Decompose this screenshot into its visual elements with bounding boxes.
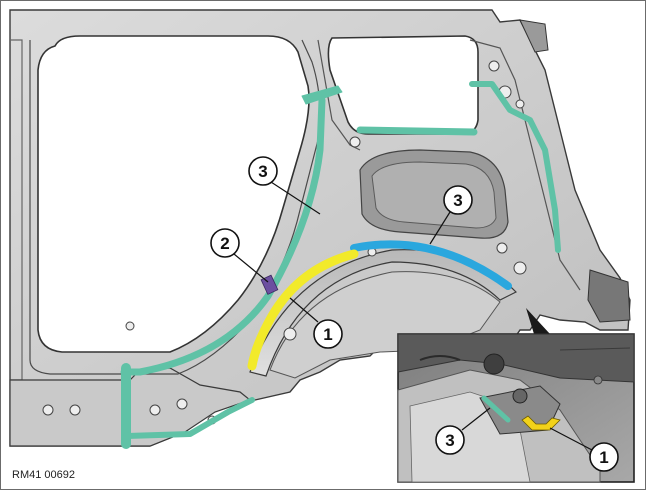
yellow-wheel-arch-strip <box>247 249 359 371</box>
callout-3: 3 <box>443 185 473 215</box>
callout-label: 2 <box>220 234 229 253</box>
callout-6: 1 <box>589 442 619 472</box>
wheel-arch-well <box>249 249 518 377</box>
teal-seam-pillar <box>120 81 561 449</box>
callout-label: 3 <box>445 431 454 450</box>
callout-label: 1 <box>323 325 332 344</box>
blue-wheel-arch-strip <box>350 240 512 290</box>
callout-5: 3 <box>435 425 465 455</box>
callout-label: 1 <box>599 448 608 467</box>
callout-label: 3 <box>453 191 462 210</box>
inset-teal-strip <box>481 395 511 423</box>
reference-code: RM41 00692 <box>12 469 75 481</box>
callout-label: 3 <box>258 162 267 181</box>
quarter-window-opening <box>327 35 479 135</box>
callout-leaders <box>233 181 593 451</box>
callout-1: 3 <box>248 156 278 186</box>
callout-4: 1 <box>313 319 343 349</box>
callout-2: 2 <box>210 228 240 258</box>
rear-door-opening <box>37 35 310 353</box>
inset-yellow-bracket <box>521 415 561 431</box>
